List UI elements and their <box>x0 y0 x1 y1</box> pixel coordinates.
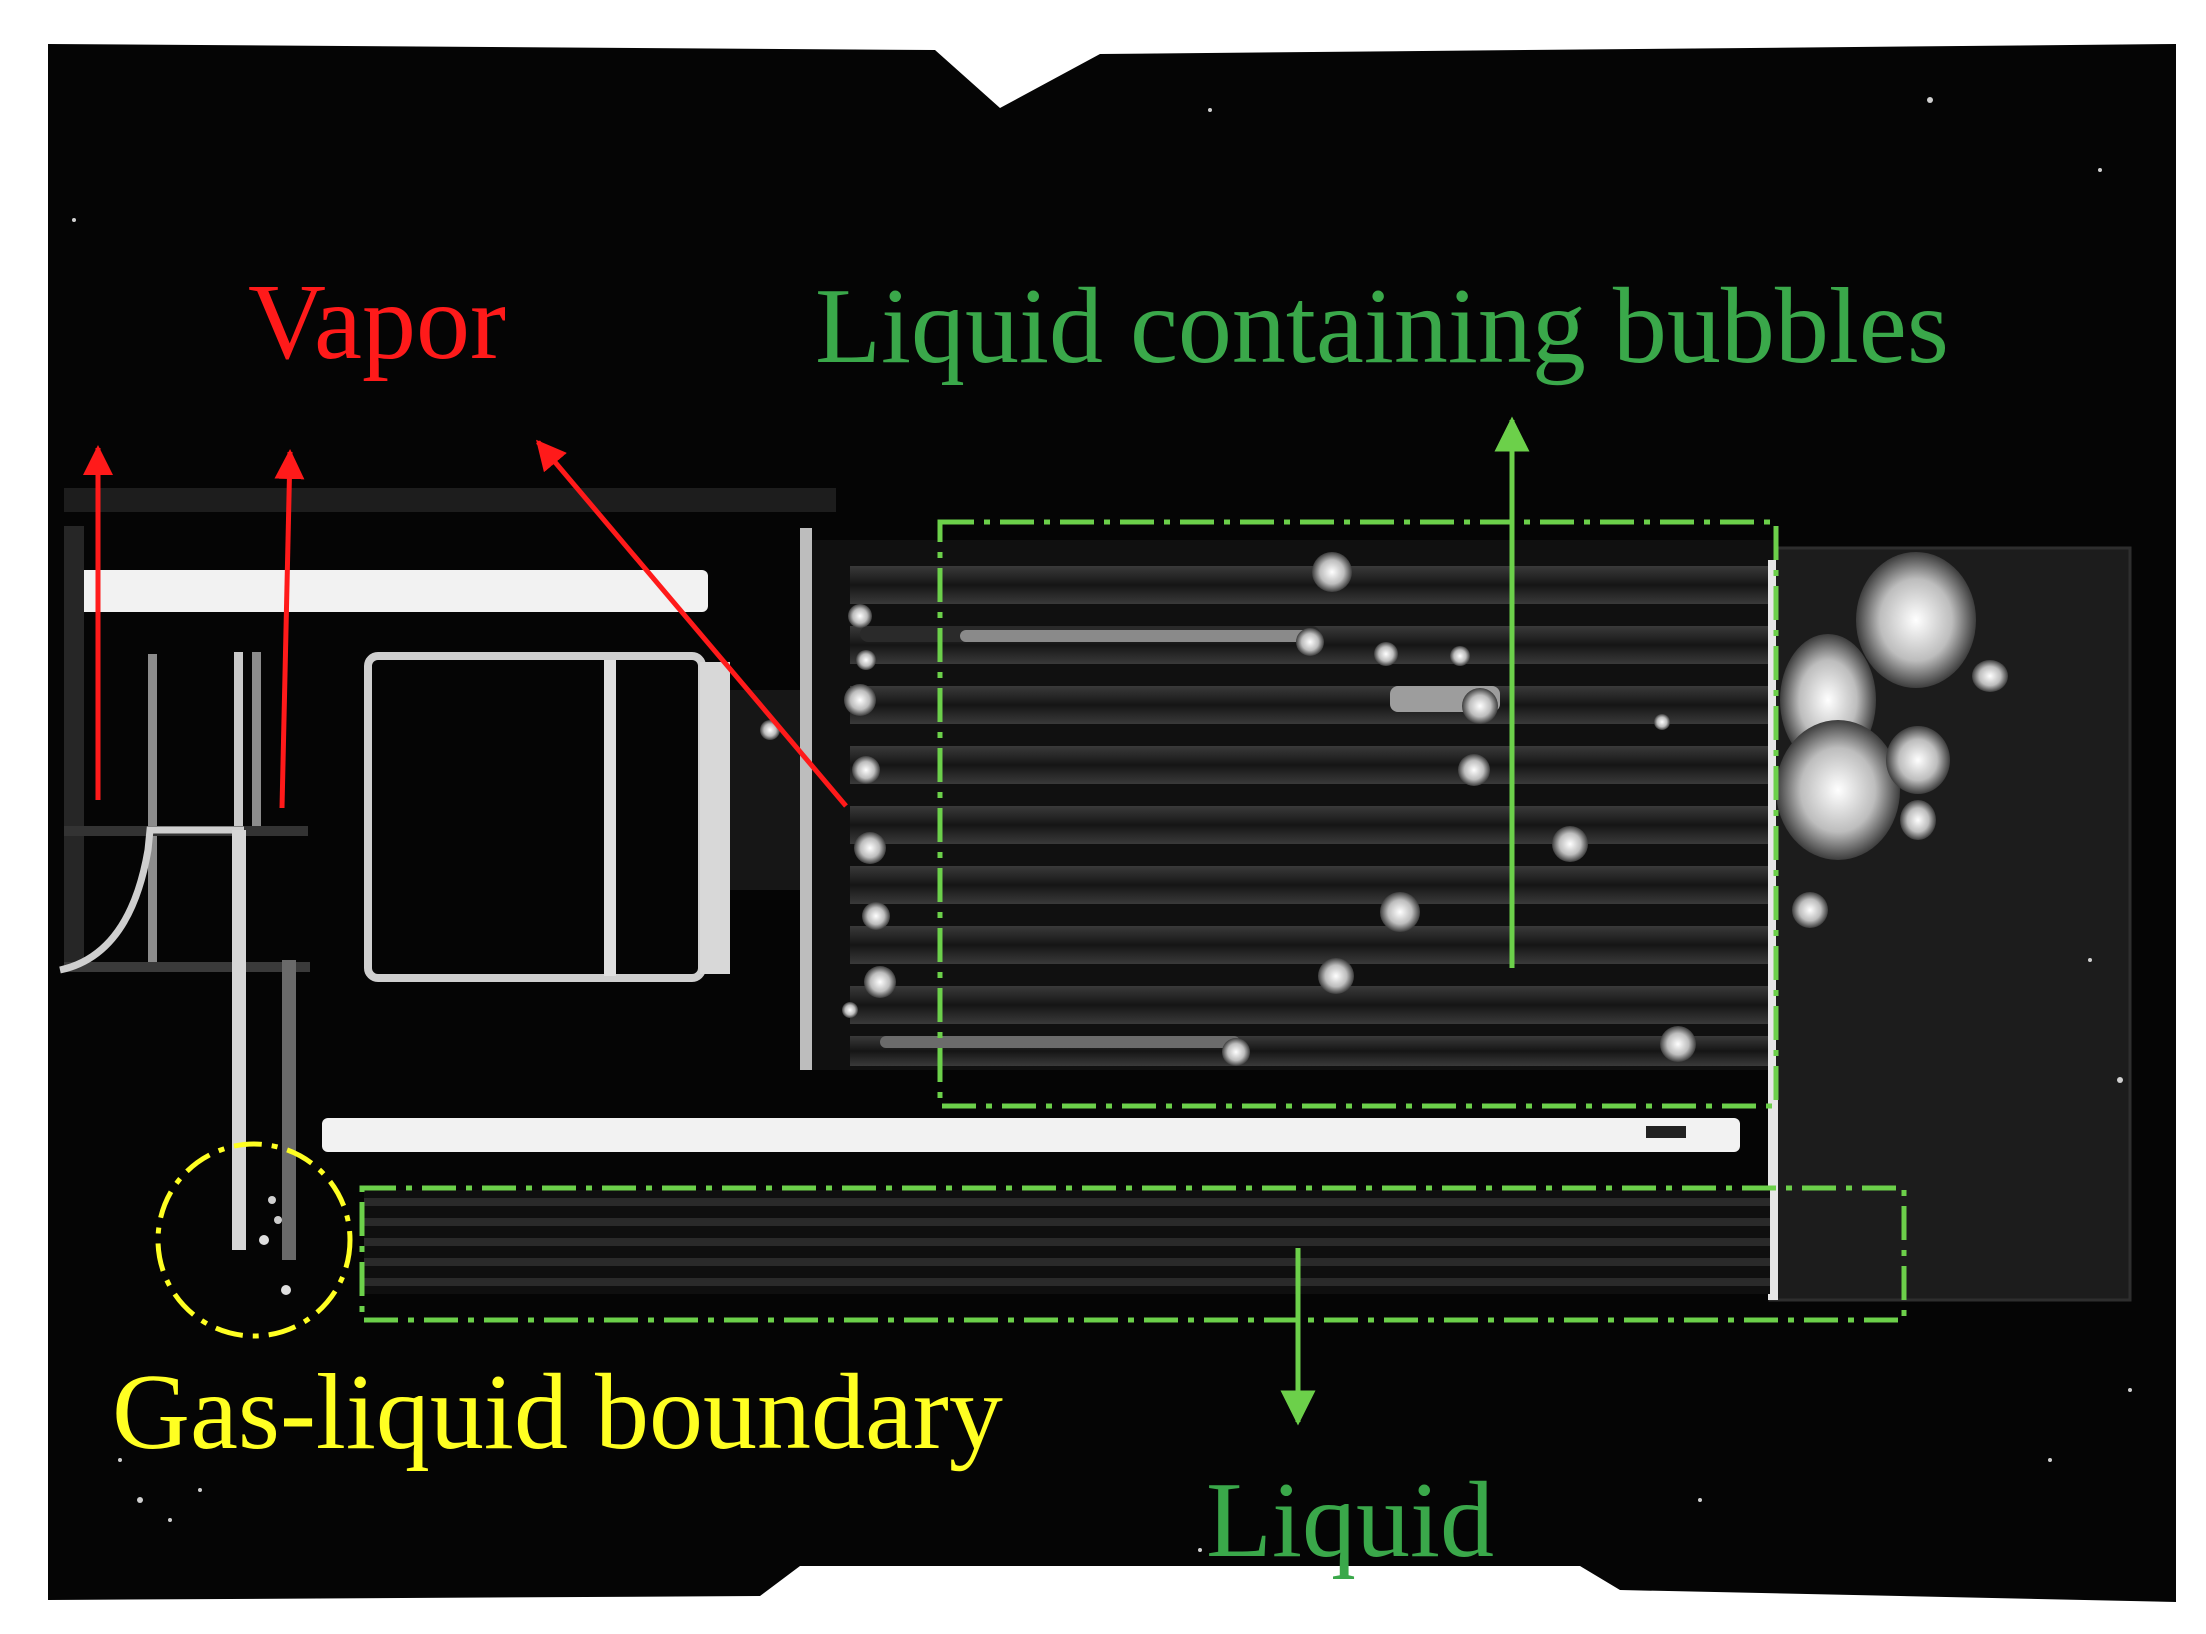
vapor-arrow-2 <box>274 449 305 809</box>
vapor-arrows <box>83 439 848 809</box>
gas-liquid-boundary-label: Gas-liquid boundary <box>112 1353 1003 1472</box>
speckle-noise <box>72 97 2132 1552</box>
liquid-containing-bubbles-label: Liquid containing bubbles <box>815 267 1949 386</box>
vapor-bubbles <box>760 552 2008 1066</box>
vertical-feed-channel <box>232 830 246 1250</box>
upper-microchannels <box>812 540 1776 1090</box>
vapor-arrow-3 <box>536 439 848 808</box>
vapor-manifold <box>59 488 836 1260</box>
bubble-region-box <box>937 519 1779 1109</box>
vapor-label: Vapor <box>248 263 506 382</box>
liquid-label: Liquid <box>1206 1461 1494 1580</box>
liquid-region-box <box>359 1185 1907 1323</box>
lower-microchannels <box>259 1190 1770 1295</box>
gas-liquid-boundary-marker <box>155 1141 353 1339</box>
top-bright-channel <box>64 570 708 612</box>
